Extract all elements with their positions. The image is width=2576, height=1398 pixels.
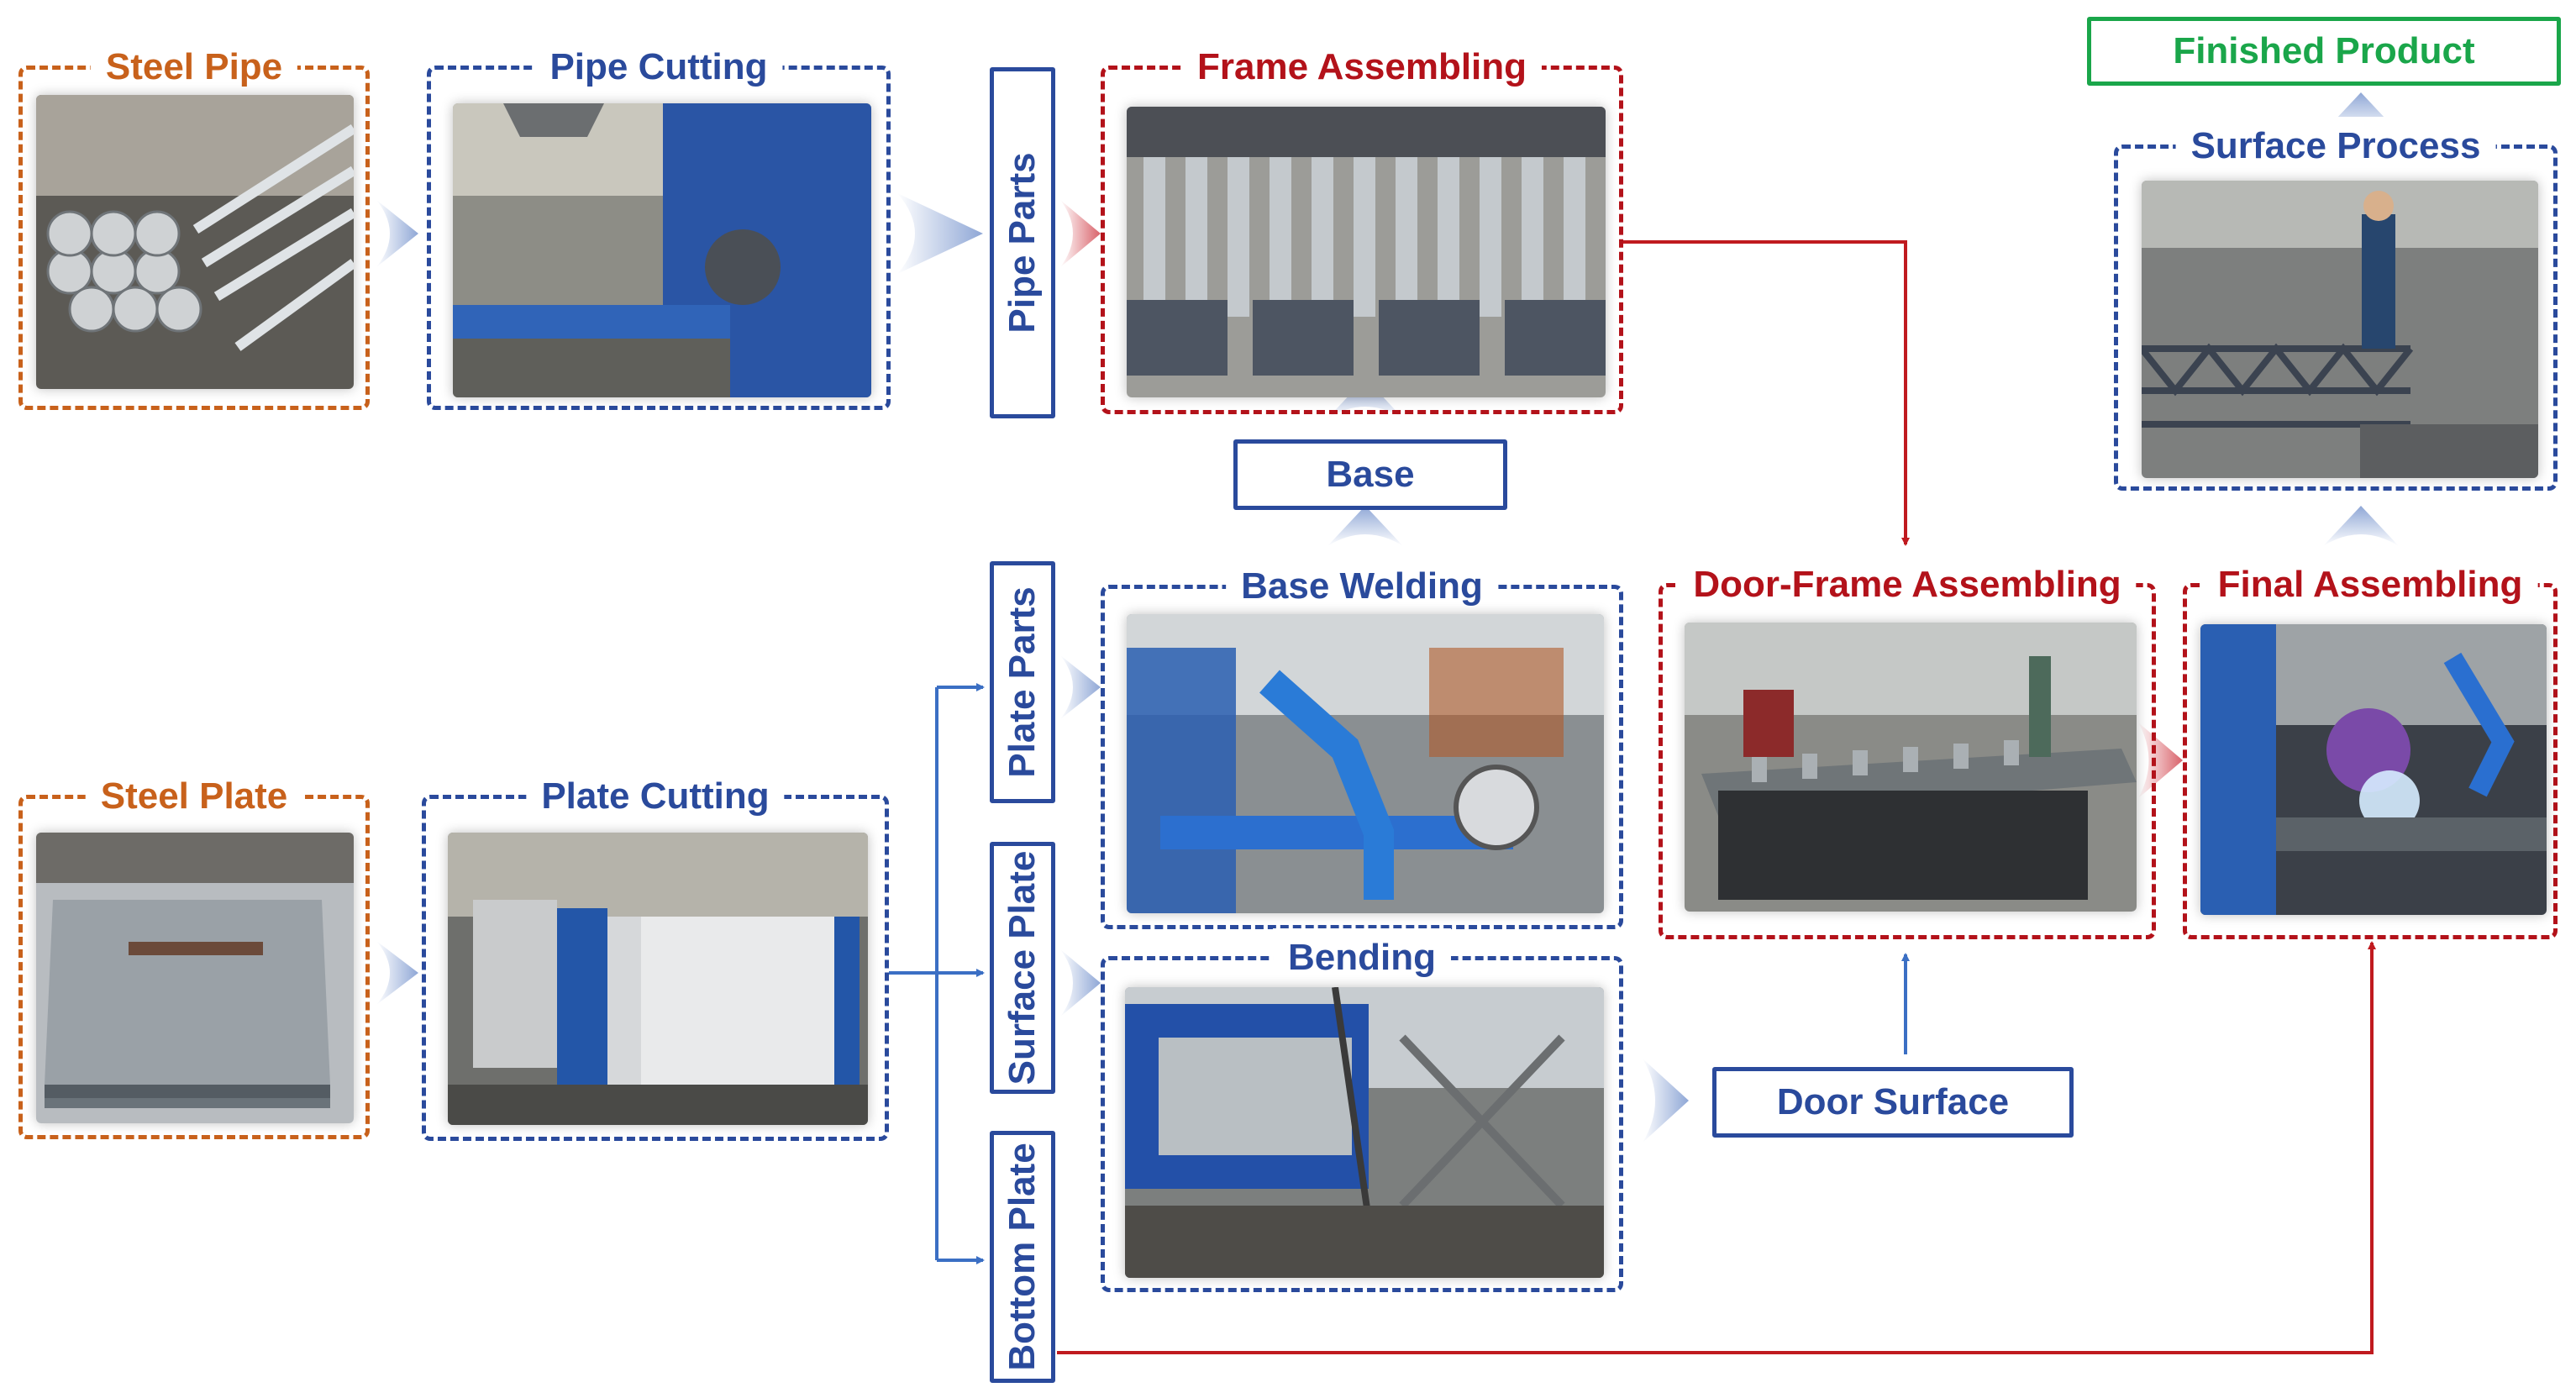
final-assembling-photo bbox=[2200, 624, 2547, 915]
chevron-arrow-icon bbox=[897, 193, 983, 274]
steel-plate-node: Steel Plate bbox=[18, 767, 370, 1139]
surface-process-node: Surface Process bbox=[2114, 117, 2558, 491]
pipe-parts-label: Pipe Parts bbox=[990, 67, 1055, 418]
chevron-arrow-icon bbox=[1327, 506, 1403, 546]
door-frame-assembling-photo bbox=[1685, 623, 2137, 912]
chevron-arrow-icon bbox=[1060, 949, 1101, 1017]
final-assembling-title: Final Assembling bbox=[2202, 555, 2538, 614]
steel-pipe-title: Steel Pipe bbox=[90, 38, 298, 97]
chevron-arrow-icon bbox=[1060, 655, 1101, 719]
plate-parts-label: Plate Parts bbox=[990, 561, 1055, 803]
plate-cutting-title: Plate Cutting bbox=[526, 767, 785, 826]
door-frame-assembling-title: Door-Frame Assembling bbox=[1678, 555, 2137, 614]
chevron-arrow-icon bbox=[376, 941, 418, 1005]
finished-product-label: Finished Product bbox=[2087, 17, 2561, 86]
frame-assembling-title: Frame Assembling bbox=[1181, 38, 1543, 97]
chevron-arrow-icon bbox=[1060, 200, 1101, 267]
bending-title: Bending bbox=[1273, 928, 1451, 987]
surface-process-title: Surface Process bbox=[2175, 117, 2496, 176]
bottom-plate-label: Bottom Plate bbox=[990, 1131, 1055, 1383]
base-welding-photo bbox=[1127, 614, 1604, 913]
plate-branch-lines bbox=[889, 683, 1910, 1264]
assembly-lines bbox=[1057, 240, 2376, 1354]
steel-plate-photo bbox=[36, 833, 354, 1123]
plate-cutting-photo bbox=[448, 833, 868, 1125]
plate-parts-text: Plate Parts bbox=[1001, 586, 1043, 778]
steel-pipe-photo bbox=[36, 95, 354, 389]
pipe-cutting-node: Pipe Cutting bbox=[427, 38, 891, 410]
frame-assembling-photo bbox=[1127, 107, 1606, 397]
final-assembling-node: Final Assembling bbox=[2183, 555, 2558, 939]
base-label: Base bbox=[1233, 439, 1507, 510]
steel-pipe-node: Steel Pipe bbox=[18, 38, 370, 410]
steel-plate-title: Steel Plate bbox=[85, 767, 303, 826]
pipe-parts-text: Pipe Parts bbox=[1001, 152, 1043, 334]
door-surface-label: Door Surface bbox=[1712, 1067, 2074, 1138]
bending-node: Bending bbox=[1101, 928, 1623, 1292]
chevron-arrow-icon bbox=[1327, 378, 1403, 418]
surface-process-photo bbox=[2142, 181, 2538, 478]
frame-assembling-node: Frame Assembling bbox=[1101, 38, 1623, 414]
chevron-arrows bbox=[376, 92, 2399, 1143]
pipe-cutting-title: Pipe Cutting bbox=[534, 38, 783, 97]
chevron-arrow-icon bbox=[2323, 506, 2399, 546]
base-welding-node: Base Welding bbox=[1101, 557, 1623, 929]
surface-plate-text: Surface Plate bbox=[1001, 850, 1043, 1085]
chevron-arrow-icon bbox=[1643, 1059, 1689, 1143]
chevron-arrow-icon bbox=[376, 200, 418, 267]
chevron-arrow-icon bbox=[2138, 723, 2183, 798]
bottom-plate-text: Bottom Plate bbox=[1001, 1143, 1043, 1371]
surface-plate-label: Surface Plate bbox=[990, 842, 1055, 1094]
plate-cutting-node: Plate Cutting bbox=[422, 767, 889, 1141]
pipe-cutting-photo bbox=[453, 103, 871, 397]
door-frame-assembling-node: Door-Frame Assembling bbox=[1659, 555, 2156, 939]
base-welding-title: Base Welding bbox=[1226, 557, 1498, 616]
bending-photo bbox=[1125, 987, 1604, 1278]
